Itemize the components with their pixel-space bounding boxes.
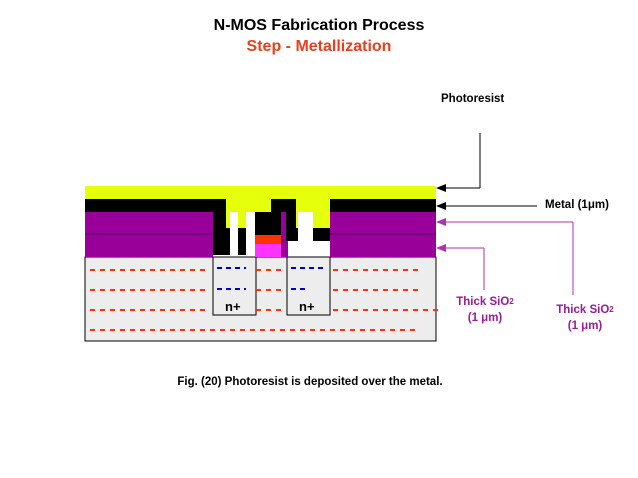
photoresist-arrow	[436, 133, 481, 192]
substrate-dopant-marks	[90, 269, 440, 331]
photoresist-label: Photoresist	[441, 93, 505, 105]
metal-label: Metal (1μm)	[545, 199, 609, 211]
n-plus-well-left	[212, 256, 257, 316]
thin-gate-oxide	[255, 243, 281, 257]
n-plus-label-left: n+	[225, 299, 241, 314]
photoresist-layer	[85, 186, 436, 228]
thick-sio2-inner-label: Thick SiO2 (1 μm)	[456, 296, 514, 324]
diagram-subtitle: Step - Metallization	[246, 38, 392, 55]
figure-caption: Fig. (20) Photoresist is deposited over …	[177, 376, 443, 388]
metal-arrow	[436, 202, 537, 210]
thick-sio2-outer-arrow	[436, 218, 574, 295]
thick-sio2-outer-label: Thick SiO2 (1 μm)	[556, 304, 614, 332]
n-plus-well-right	[286, 256, 331, 316]
n-type-marks	[217, 267, 326, 290]
metal-layer	[85, 199, 436, 255]
n-plus-label-right: n+	[299, 299, 315, 314]
diagram-title: N-MOS Fabrication Process	[213, 17, 425, 34]
thick-sio2-inner-arrow	[436, 244, 485, 290]
polysilicon-gate	[255, 235, 281, 244]
